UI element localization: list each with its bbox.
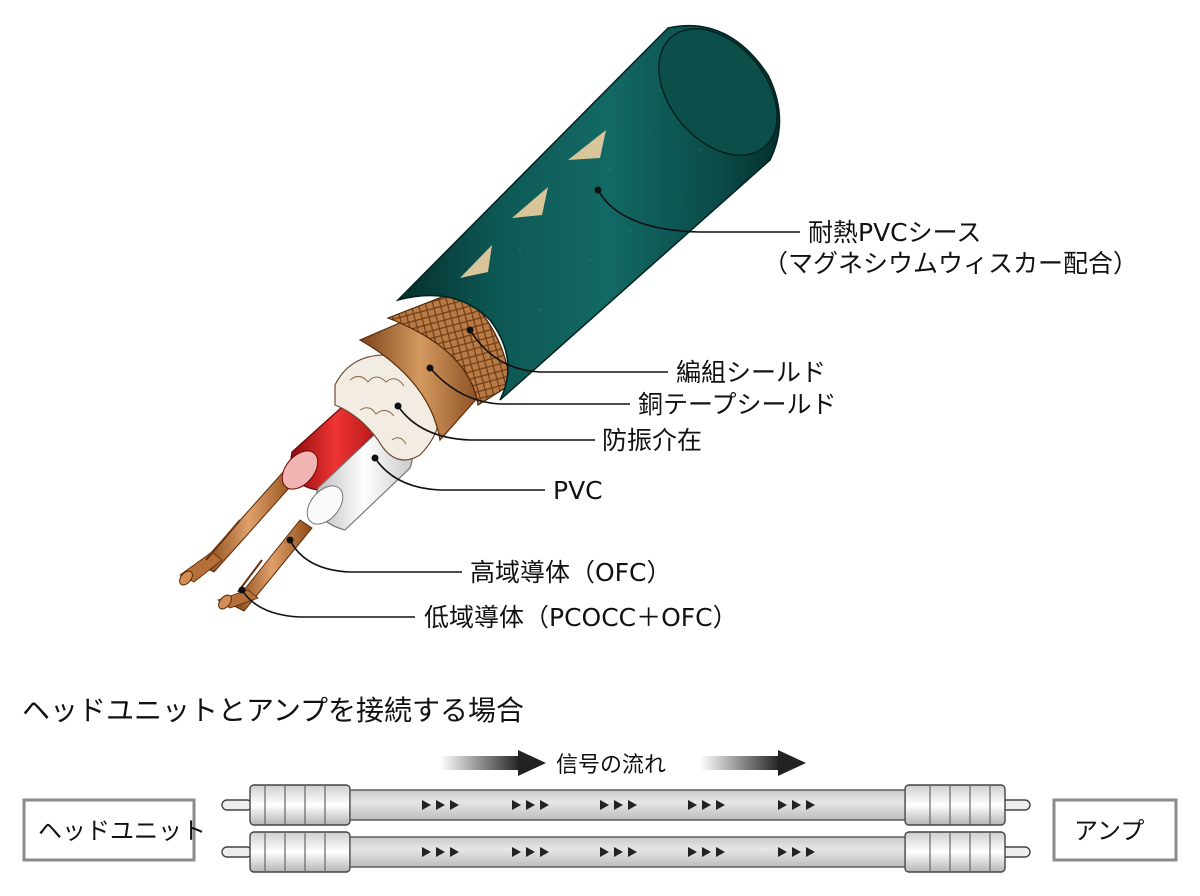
amplifier-label: アンプ	[1074, 817, 1144, 845]
rca-cables	[221, 784, 1031, 873]
cable-arrow-icon	[792, 800, 801, 810]
cable-arrow-icon	[716, 847, 725, 857]
cable-arrow-icon	[512, 847, 521, 857]
jacket-arrow-icon	[568, 130, 606, 160]
copper-tape-shield-label: 銅テープシールド	[638, 390, 837, 419]
pvc-jacket	[395, 24, 781, 401]
cable-arrow-icon	[450, 800, 459, 810]
cable-arrow-icon	[778, 800, 787, 810]
cable-arrow-icon	[450, 847, 459, 857]
cable-arrow-icon	[614, 847, 623, 857]
cable-arrow-icon	[614, 800, 623, 810]
arrow-right-icon	[778, 750, 806, 776]
leader-lines	[238, 186, 800, 618]
rca-pin-left	[221, 799, 253, 811]
cable-arrow-icon	[628, 847, 637, 857]
jacket-label-sub: （マグネシウムウィスカー配合）	[763, 249, 1138, 278]
cable-arrow-icon	[806, 847, 815, 857]
cable-arrow-icon	[436, 800, 445, 810]
cable-arrow-icon	[526, 800, 535, 810]
signal-flow-label: 信号の流れ	[556, 753, 666, 778]
cable-band	[349, 836, 906, 868]
jacket-arrow-icon	[460, 245, 492, 278]
braid-shield-label: 編組シールド	[676, 358, 826, 387]
jacket-label: 耐熱PVCシース	[808, 218, 981, 247]
cable-arrow-icon	[628, 800, 637, 810]
high-conductor-wire	[179, 469, 299, 586]
head-unit-box: ヘッドユニット	[22, 798, 206, 862]
cable-arrow-icon	[778, 847, 787, 857]
cable-illustration	[179, 24, 781, 612]
cable-arrow-icon	[540, 800, 549, 810]
cable-arrow-icon	[422, 847, 431, 857]
cable-arrow-icon	[526, 847, 535, 857]
cable-arrow-icon	[702, 847, 711, 857]
cable-arrow-icon	[600, 800, 609, 810]
low-conductor-label: 低域導体（PCOCC＋OFC）	[424, 603, 738, 632]
jacket-arrow-icon	[512, 187, 548, 218]
cable-arrow-icon	[512, 800, 521, 810]
damping-filler-label: 防振介在	[602, 426, 702, 455]
cable-arrow-icon	[702, 800, 711, 810]
cable-arrow-icon	[716, 800, 725, 810]
cable-arrow-icon	[688, 847, 697, 857]
cable-arrow-icon	[600, 847, 609, 857]
connection-title: ヘッドユニットとアンプを接続する場合	[22, 694, 524, 727]
cable-arrow-icon	[540, 847, 549, 857]
cable-arrow-icon	[806, 800, 815, 810]
high-conductor-label: 高域導体（OFC）	[470, 558, 672, 587]
head-unit-label: ヘッドユニット	[38, 817, 206, 845]
cable-band	[349, 789, 906, 821]
amplifier-box: アンプ	[1052, 798, 1178, 862]
rca-pin-left	[221, 846, 253, 858]
arrow-right-icon	[518, 750, 546, 776]
cable-arrow-icon	[422, 800, 431, 810]
pvc-label: PVC	[553, 476, 603, 505]
cable-arrow-icon	[688, 800, 697, 810]
cable-arrow-icon	[436, 847, 445, 857]
cable-arrow-icon	[792, 847, 801, 857]
signal-flow-indicator: 信号の流れ	[440, 750, 806, 778]
